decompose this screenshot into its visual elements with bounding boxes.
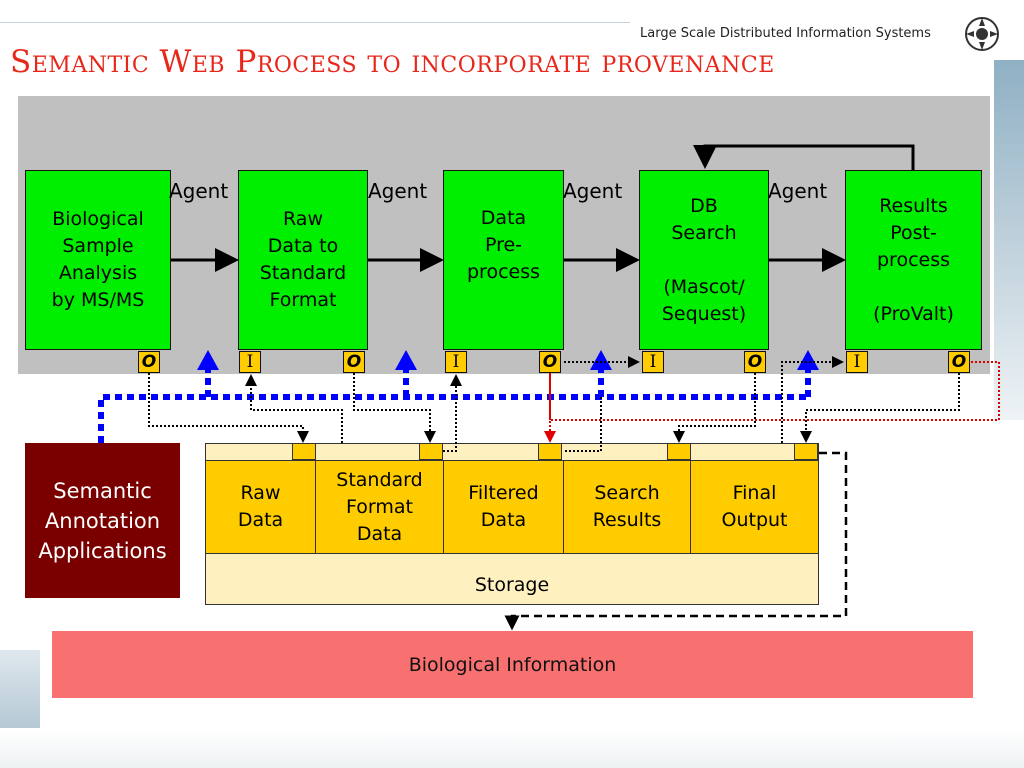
- data-link-store4-in5: [781, 356, 844, 443]
- process-box-label: Data Pre- process: [466, 207, 540, 283]
- agent-label-4: Agent: [768, 179, 828, 203]
- agent-label-2: Agent: [368, 179, 428, 203]
- storage-slot-5: [794, 443, 818, 460]
- annotation-arrowhead-2: [395, 350, 417, 370]
- output-port-5: O: [948, 351, 970, 373]
- data-link-out5-store5: [800, 373, 960, 443]
- biological-information-box: Biological Information: [52, 631, 973, 698]
- annotation-bus: [98, 394, 808, 443]
- semantic-annotation-box: Semantic Annotation Applications: [25, 443, 180, 598]
- storage-slot-3: [538, 443, 562, 460]
- storage-to-bio-link: [504, 451, 848, 631]
- storage-cell-label: Filtered Data: [468, 482, 539, 531]
- process-box-label: Results Post- process (ProValt): [873, 195, 954, 325]
- semantic-annotation-label: Semantic Annotation Applications: [38, 478, 167, 563]
- storage-cell-label: Raw Data: [237, 482, 284, 531]
- process-box-label: Biological Sample Analysis by MS/MS: [51, 208, 145, 311]
- output-port-2: O: [343, 351, 365, 373]
- storage-label: Storage: [474, 574, 550, 596]
- input-port-2: I: [239, 351, 261, 373]
- input-port-4: I: [642, 351, 664, 373]
- decorative-background-bottom: [0, 728, 1024, 768]
- process-box-preprocess: Data Pre- process: [443, 170, 564, 350]
- process-box-label: DB Search (Mascot/ Sequest): [661, 195, 747, 325]
- university-logo: [965, 17, 999, 51]
- header-rule: [0, 22, 630, 23]
- storage-cell-filtered-data: Filtered Data: [443, 460, 564, 554]
- output-port-4: O: [744, 351, 766, 373]
- annotation-arrowhead-4: [797, 350, 819, 370]
- data-link-store2-in3: [443, 374, 462, 452]
- process-box-raw-to-standard: Raw Data to Standard Format: [238, 170, 368, 350]
- storage-cell-standard-format: Standard Format Data: [315, 460, 444, 554]
- provenance-link: [544, 361, 1000, 443]
- data-link-store1-in2: [245, 374, 343, 443]
- process-box-db-search: DB Search (Mascot/ Sequest): [639, 170, 769, 350]
- process-box-label: Raw Data to Standard Format: [259, 208, 347, 311]
- storage-cell-label: Final Output: [721, 482, 788, 531]
- output-port-1: O: [138, 351, 160, 373]
- decorative-background-right: [994, 60, 1024, 420]
- agent-label-1: Agent: [169, 179, 229, 203]
- course-title: Large Scale Distributed Information Syst…: [640, 26, 931, 41]
- storage-cell-final-output: Final Output: [690, 460, 819, 554]
- data-link-store3-up: [565, 396, 602, 452]
- storage-cell-label: Standard Format Data: [336, 468, 423, 545]
- slide-title: Semantic Web Process to incorporate prov…: [10, 44, 775, 80]
- agent-label-3: Agent: [563, 179, 623, 203]
- data-link-out1-store1: [148, 373, 309, 443]
- data-link-out4-store4: [673, 373, 756, 443]
- storage-cell-label: Search Results: [592, 482, 662, 531]
- process-box-results-postprocess: Results Post- process (ProValt): [845, 170, 982, 350]
- storage-cell-raw-data: Raw Data: [205, 460, 316, 554]
- biological-information-label: Biological Information: [408, 653, 617, 676]
- output-port-3: O: [539, 351, 561, 373]
- storage-cell-search-results: Search Results: [563, 460, 691, 554]
- storage-slot-4: [667, 443, 691, 460]
- feedback-loop-arrow: [693, 144, 915, 170]
- input-port-3: I: [445, 351, 467, 373]
- storage-slot-2: [419, 443, 443, 460]
- process-box-sample-analysis: Biological Sample Analysis by MS/MS: [25, 170, 171, 350]
- input-port-5: I: [846, 351, 868, 373]
- data-link-out2-store2: [353, 373, 436, 443]
- storage-slot-1: [292, 443, 316, 460]
- annotation-arrowhead-3: [590, 350, 612, 370]
- annotation-arrowhead-1: [197, 350, 219, 370]
